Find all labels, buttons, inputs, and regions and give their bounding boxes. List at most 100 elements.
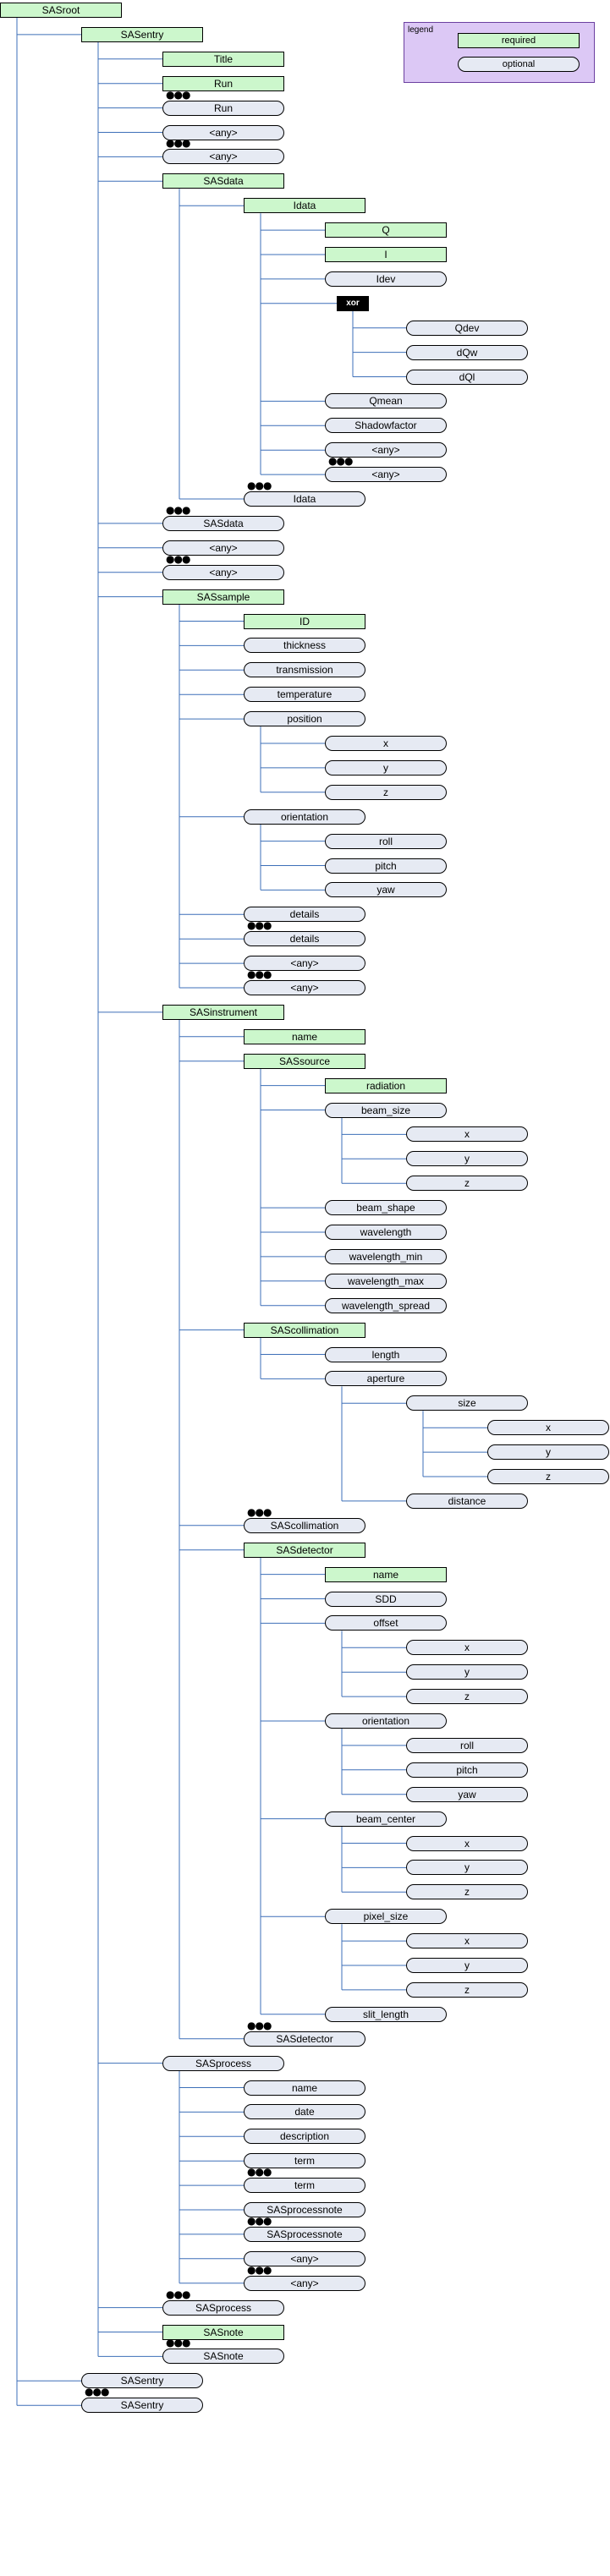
node-pitch: pitch	[406, 1762, 528, 1778]
node-y: y	[487, 1444, 609, 1461]
repeat-marker: ●●●	[166, 137, 190, 150]
repeat-marker: ●●●	[247, 2166, 272, 2179]
node-y: y	[325, 759, 447, 776]
node-y: y	[406, 1958, 528, 1973]
repeat-marker: ●●●	[166, 503, 190, 516]
node-sasdetector-repeat: SASdetector	[244, 2031, 365, 2047]
node-sasdetector: SASdetector	[244, 1542, 365, 1558]
node-pixel-size: pixel_size	[325, 1909, 447, 1925]
repeat-marker: ●●●	[247, 919, 272, 932]
node-any: <any>	[162, 540, 284, 556]
node-any-repeat: <any>	[244, 2275, 365, 2291]
node-name: name	[244, 2080, 365, 2096]
node-sasprocessnote-repeat: SASprocessnote	[244, 2226, 365, 2242]
repeat-marker: ●●●	[166, 552, 190, 565]
node-position: position	[244, 711, 365, 727]
node-name: name	[325, 1566, 447, 1582]
node-details: details	[244, 907, 365, 923]
legend-box: legend required optional	[404, 22, 595, 83]
repeat-marker: ●●●	[85, 2386, 109, 2398]
node-aperture: aperture	[325, 1371, 447, 1387]
node-term-repeat: term	[244, 2178, 365, 2194]
node-x: x	[406, 1640, 528, 1656]
node-sasdata-repeat: SASdata	[162, 515, 284, 531]
node-thickness: thickness	[244, 638, 365, 654]
repeat-marker: ●●●	[247, 480, 272, 491]
node-qdev: Qdev	[406, 320, 528, 336]
repeat-marker: ●●●	[247, 1505, 272, 1518]
node-yaw: yaw	[406, 1786, 528, 1802]
node-wavelength-max: wavelength_max	[325, 1273, 447, 1289]
repeat-marker: ●●●	[247, 2263, 272, 2276]
node-length: length	[325, 1346, 447, 1362]
node-i: I	[325, 247, 447, 262]
legend-required-swatch: required	[458, 33, 580, 48]
repeat-marker: ●●●	[166, 2288, 190, 2300]
node-wavelength-spread: wavelength_spread	[325, 1297, 447, 1313]
node-any: <any>	[325, 442, 447, 458]
node-dqw: dQw	[406, 344, 528, 360]
repeat-marker: ●●●	[247, 968, 272, 980]
node-idata-repeat: Idata	[244, 491, 365, 507]
node-distance: distance	[406, 1493, 528, 1509]
node-any-repeat: <any>	[162, 564, 284, 580]
node-sasprocess: SASprocess	[162, 2055, 284, 2071]
node-z: z	[325, 784, 447, 800]
repeat-marker: ●●●	[166, 88, 190, 101]
node-term: term	[244, 2153, 365, 2169]
node-idata: Idata	[244, 198, 365, 214]
node-z: z	[406, 1981, 528, 1998]
node-any: <any>	[244, 956, 365, 972]
node-y: y	[406, 1151, 528, 1167]
node-wavelength: wavelength	[325, 1225, 447, 1240]
node-beam-size: beam_size	[325, 1102, 447, 1118]
node-offset: offset	[325, 1615, 447, 1631]
node-size: size	[406, 1395, 528, 1411]
node-orientation: orientation	[244, 808, 365, 825]
node-roll: roll	[325, 833, 447, 849]
node-sasdata: SASdata	[162, 173, 284, 189]
node-orientation: orientation	[325, 1713, 447, 1729]
node-details-repeat: details	[244, 931, 365, 947]
node-beam-shape: beam_shape	[325, 1200, 447, 1216]
node-title: Title	[162, 51, 284, 67]
node-sasentry: SASentry	[81, 26, 203, 42]
node-any-repeat: <any>	[325, 467, 447, 483]
node-run-repeat: Run	[162, 100, 284, 116]
node-x: x	[325, 736, 447, 751]
node-radiation: radiation	[325, 1077, 447, 1093]
node-sassource: SASsource	[244, 1053, 365, 1069]
node-x: x	[406, 1126, 528, 1143]
node-wavelength-min: wavelength_min	[325, 1248, 447, 1264]
node-sascollimation-repeat: SAScollimation	[244, 1517, 365, 1533]
node-pitch: pitch	[325, 858, 447, 874]
node-z: z	[406, 1176, 528, 1192]
node-yaw: yaw	[325, 882, 447, 898]
node-any-repeat: <any>	[162, 149, 284, 165]
node-transmission: transmission	[244, 662, 365, 678]
xor-choice-marker: xor	[337, 295, 369, 311]
node-z: z	[406, 1884, 528, 1900]
node-sasentry: SASentry	[81, 2373, 203, 2389]
node-shadowfactor: Shadowfactor	[325, 418, 447, 434]
node-sasprocessnote: SASprocessnote	[244, 2202, 365, 2217]
legend-title: legend	[408, 25, 434, 35]
node-y: y	[406, 1664, 528, 1680]
node-id: ID	[244, 613, 365, 629]
node-q: Q	[325, 222, 447, 238]
node-roll: roll	[406, 1737, 528, 1753]
legend-optional-swatch: optional	[458, 57, 580, 72]
node-qmean: Qmean	[325, 393, 447, 409]
node-sasnote: SASnote	[162, 2324, 284, 2340]
node-run: Run	[162, 75, 284, 91]
repeat-marker: ●●●	[328, 455, 353, 468]
node-x: x	[487, 1420, 609, 1436]
node-z: z	[406, 1689, 528, 1705]
node-idev: Idev	[325, 271, 447, 287]
node-date: date	[244, 2104, 365, 2120]
node-slit-length: slit_length	[325, 2006, 447, 2022]
node-dql: dQl	[406, 369, 528, 385]
repeat-marker: ●●●	[247, 2214, 272, 2227]
node-any-repeat: <any>	[244, 980, 365, 995]
